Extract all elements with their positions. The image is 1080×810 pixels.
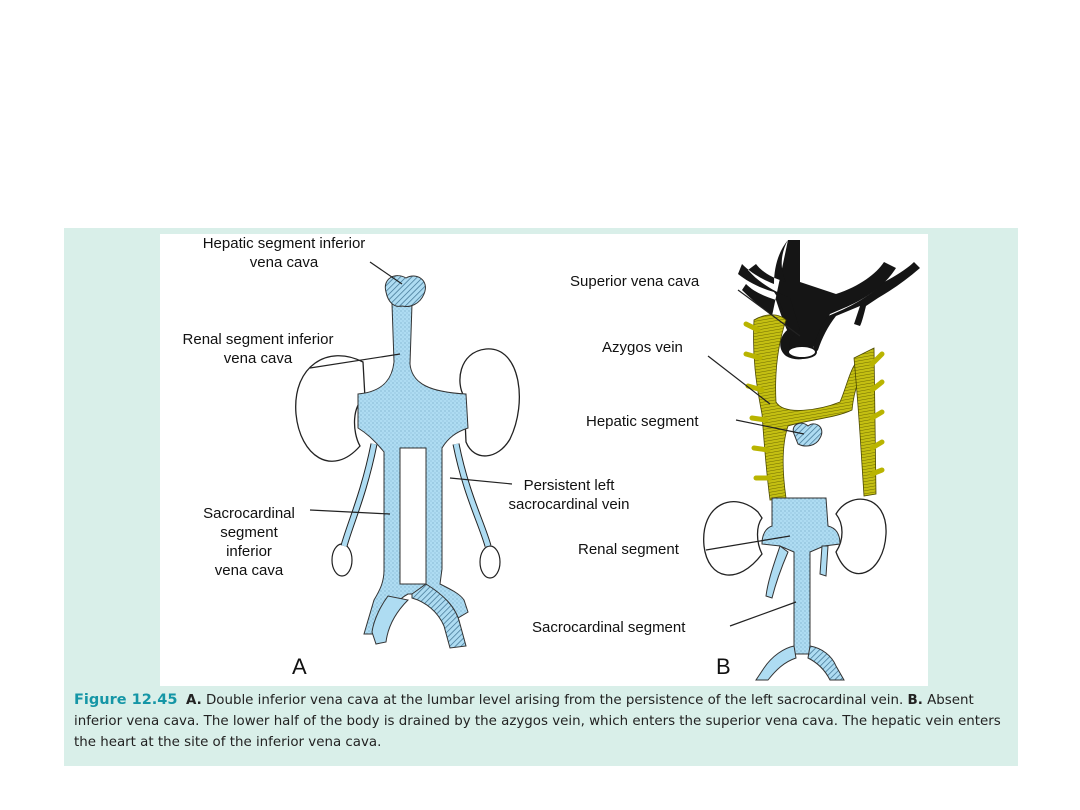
panel-a-hepatic-cap [384, 275, 426, 307]
label-line: vena cava [223, 350, 293, 367]
panel-b-letter: B [716, 654, 731, 679]
caption-a-text: Double inferior vena cava at the lumbar … [205, 693, 904, 708]
caption-b-marker: B. [907, 693, 923, 708]
panel-a-diagram [295, 261, 520, 649]
panel-a-letter: A [292, 654, 307, 679]
label-sacrocardinal-segment-ivc: Sacrocardinal segment inferior vena cava [188, 504, 310, 580]
panel-b-azygos [753, 314, 869, 501]
label-persistent-left-sacrocardinal: Persistent left sacrocardinal vein [494, 476, 644, 514]
label-line: segment [220, 524, 278, 541]
panel-b-diagram [703, 240, 920, 681]
label-hepatic-segment: Hepatic segment [586, 413, 699, 430]
panel-a-right-kidney [459, 348, 520, 457]
label-renal-segment: Renal segment [578, 541, 679, 558]
panel-a-left-gonad [331, 543, 353, 577]
caption-b-text: Absent inferior vena cava. The lower hal… [74, 693, 1001, 750]
label-line: vena cava [249, 254, 319, 271]
label-line: Renal segment inferior [182, 331, 334, 348]
label-sacrocardinal-segment: Sacrocardinal segment [532, 619, 686, 636]
panel-b-right-kidney [835, 498, 887, 575]
label-azygos-vein: Azygos vein [602, 339, 683, 356]
label-line: Sacrocardinal [203, 505, 295, 522]
label-superior-vena-cava: Superior vena cava [570, 273, 700, 290]
label-line: Hepatic segment inferior [202, 235, 366, 252]
vein-diagram-svg [295, 240, 920, 681]
panel-b-hepatic-cap [792, 422, 823, 447]
figure-caption: Figure 12.45 A. Double inferior vena cav… [74, 690, 1014, 753]
caption-a-marker: A. [186, 693, 202, 708]
label-renal-segment-ivc: Renal segment inferior vena cava [160, 330, 356, 368]
label-line: inferior [226, 543, 272, 560]
label-line: Persistent left [523, 477, 615, 494]
panel-b-svc [742, 240, 896, 356]
figure-number: Figure 12.45 [74, 692, 178, 708]
figure-panel: Hepatic segment inferior vena cava Renal… [64, 228, 1018, 766]
panel-a-left-kidney [295, 355, 366, 462]
figure-illustration: Hepatic segment inferior vena cava Renal… [160, 234, 928, 686]
label-hepatic-segment-ivc: Hepatic segment inferior vena cava [184, 234, 384, 272]
label-line: vena cava [214, 562, 284, 579]
panel-a-right-gonad [479, 545, 501, 579]
panel-b-left-kidney [703, 501, 763, 576]
label-line: sacrocardinal vein [508, 496, 630, 513]
